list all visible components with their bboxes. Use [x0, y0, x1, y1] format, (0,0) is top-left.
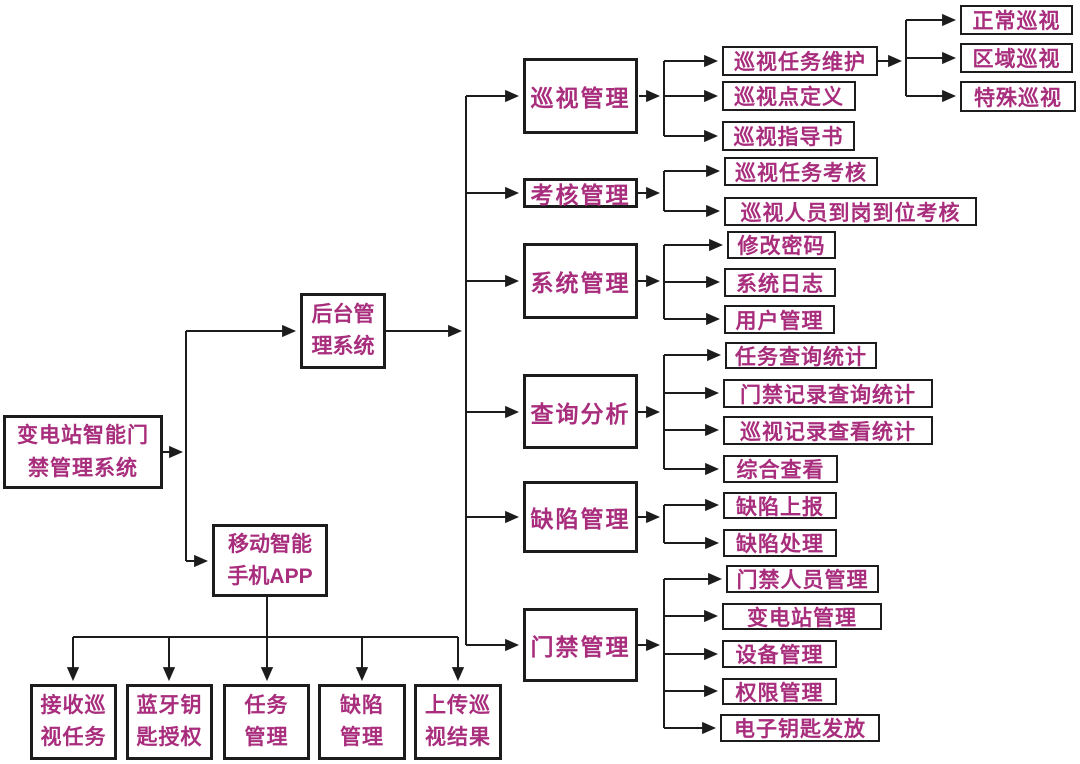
- node-electronic-key-issuance: 电子钥匙发放: [720, 714, 880, 742]
- connectors-system-management: [638, 238, 724, 326]
- connectors-patrol-task-types: [878, 13, 957, 103]
- node-defect-management: 缺陷管理: [523, 481, 638, 553]
- node-special-patrol: 特殊巡视: [960, 81, 1076, 112]
- node-access-management: 门禁管理: [523, 608, 638, 682]
- connectors-access-management: [638, 572, 723, 735]
- node-access-personnel-management: 门禁人员管理: [726, 565, 879, 593]
- connectors-backend-modules: [386, 89, 520, 652]
- node-normal-patrol: 正常巡视: [960, 5, 1073, 35]
- node-receive-patrol-task: 接收巡 视任务: [30, 684, 117, 760]
- node-task-query-statistics: 任务查询统计: [725, 342, 877, 369]
- connectors-assessment-management: [638, 164, 721, 218]
- node-mobile-app: 移动智能 手机APP: [212, 524, 328, 597]
- node-user-management: 用户管理: [724, 305, 835, 334]
- node-comprehensive-view: 综合查看: [723, 455, 838, 483]
- node-assessment-management: 考核管理: [523, 178, 638, 208]
- connectors-mobile-app: [66, 597, 465, 682]
- node-patrol-task-assessment: 巡视任务考核: [724, 157, 878, 186]
- node-defect-handling: 缺陷处理: [723, 529, 837, 557]
- connectors-root: [163, 324, 297, 568]
- node-defect-report: 缺陷上报: [723, 492, 837, 519]
- node-upload-patrol-result: 上传巡 视结果: [414, 684, 502, 760]
- node-device-management: 设备管理: [722, 640, 837, 668]
- node-patrol-task-maintenance: 巡视任务维护: [722, 46, 878, 76]
- node-substation-management: 变电站管理: [722, 603, 882, 630]
- node-query-analysis: 查询分析: [523, 374, 638, 449]
- node-permission-management: 权限管理: [722, 678, 837, 705]
- node-patrol-staff-attendance-assessment: 巡视人员到岗到位考核: [724, 197, 977, 226]
- node-system-management: 系统管理: [523, 243, 638, 319]
- connectors-defect-management: [638, 498, 720, 550]
- node-access-record-query-statistics: 门禁记录查询统计: [723, 379, 933, 408]
- node-app-defect-management: 缺陷 管理: [318, 684, 406, 760]
- connectors-query-analysis: [638, 348, 722, 476]
- connectors-patrol-management: [639, 54, 719, 143]
- node-bluetooth-key-authorization: 蓝牙钥 匙授权: [126, 684, 213, 760]
- node-patrol-management: 巡视管理: [523, 58, 638, 134]
- node-change-password: 修改密码: [727, 231, 836, 259]
- node-patrol-guidebook: 巡视指导书: [722, 121, 855, 151]
- node-patrol-point-definition: 巡视点定义: [722, 81, 856, 111]
- node-app-task-management: 任务 管理: [223, 684, 310, 760]
- node-root: 变电站智能门 禁管理系统: [3, 415, 163, 489]
- node-backend-system: 后台管 理系统: [300, 293, 386, 369]
- node-system-log: 系统日志: [724, 268, 836, 297]
- node-area-patrol: 区域巡视: [960, 43, 1073, 73]
- node-patrol-record-view-statistics: 巡视记录查看统计: [723, 416, 933, 445]
